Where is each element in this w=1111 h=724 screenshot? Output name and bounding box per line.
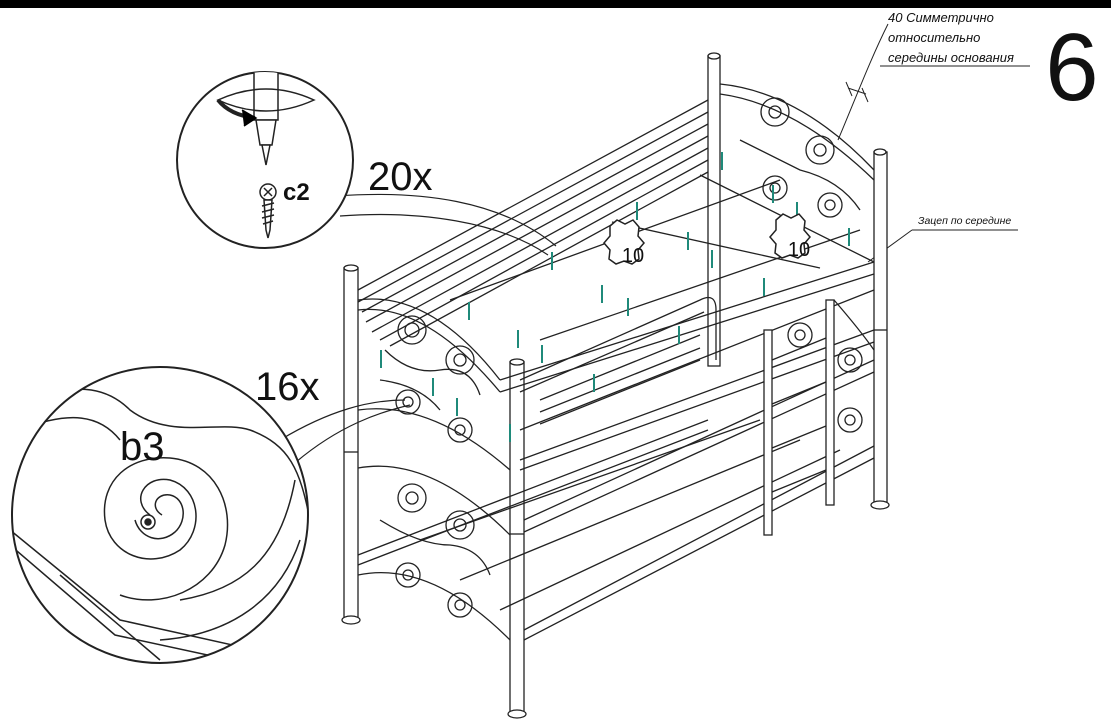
post-front-right — [509, 361, 525, 713]
hook-note-text: Зацеп по середине — [918, 215, 1011, 227]
symmetry-note-line2: относительно — [888, 30, 980, 45]
scroll-callout-leader — [279, 399, 406, 441]
post-back-left — [707, 55, 721, 367]
left-headboard-lower — [357, 465, 511, 641]
screw-c2-icon — [259, 183, 277, 239]
screw-markers — [380, 152, 850, 442]
screw-callout-leader — [339, 213, 549, 256]
hook-note: Зацеп по середине — [867, 215, 1018, 263]
screw-part-code: c2 — [283, 179, 310, 206]
scroll-part-code: b3 — [120, 425, 165, 469]
screw-callout: c2 20x — [176, 71, 557, 256]
screw-quantity: 20x — [368, 155, 433, 199]
symmetry-note-line1: 40 Симметрично — [888, 10, 994, 25]
symmetry-note: 40 Симметрично относительно середины осн… — [837, 10, 1030, 141]
scroll-quantity: 16x — [255, 365, 320, 409]
dimension-mark — [845, 81, 869, 103]
symmetry-leader — [837, 23, 889, 141]
ladder — [763, 299, 835, 536]
count-badge-right-value: 10 — [788, 239, 810, 261]
post-front-left — [343, 267, 359, 619]
upper-side-rails — [357, 99, 709, 347]
lower-platform — [357, 359, 875, 641]
left-headboard-upper — [357, 298, 511, 471]
front-guard-rail — [519, 296, 717, 425]
post-back-right — [873, 151, 888, 503]
count-badge-left-value: 10 — [622, 245, 644, 267]
bunk-bed — [341, 52, 890, 719]
right-headboard-upper — [719, 83, 875, 218]
step-number: 6 — [1045, 14, 1098, 121]
symmetry-note-line3: середины основания — [888, 50, 1014, 65]
right-headboard-lower — [787, 299, 875, 433]
scroll-callout-circle — [11, 366, 309, 664]
scroll-callout: b3 16x — [11, 365, 411, 664]
count-badge-left: 10 — [603, 219, 645, 267]
bed-posts — [341, 52, 890, 719]
count-badge-right: 10 — [769, 213, 811, 261]
screwdriver-rotate-icon — [216, 72, 316, 166]
top-bar — [0, 0, 1111, 8]
